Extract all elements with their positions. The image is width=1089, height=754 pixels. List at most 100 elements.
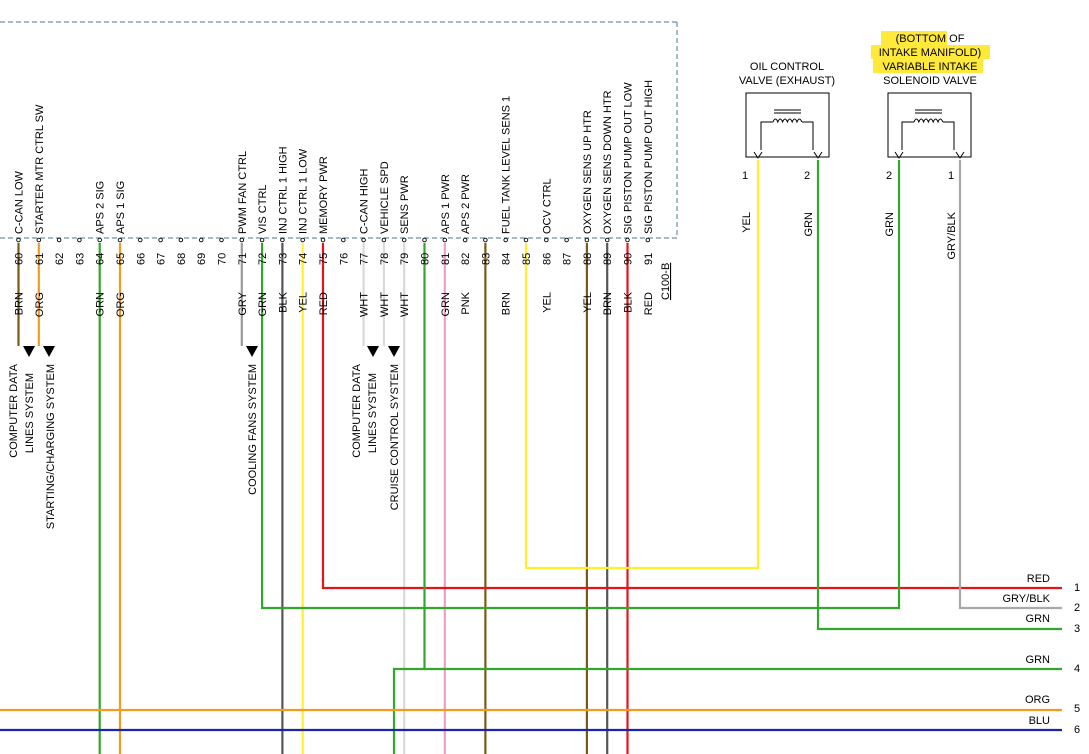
pin-terminal-icon: [259, 237, 265, 243]
note-highlight: [873, 59, 983, 73]
pin-wire-color: WHT: [399, 292, 411, 317]
pin-number: 63: [74, 253, 86, 265]
pin-function-label: VEHICLE SPD: [379, 161, 391, 234]
pin-number: 72: [257, 253, 269, 265]
pin-wire-color: GRY: [237, 291, 249, 315]
pin-function-label: C-CAN LOW: [14, 170, 26, 234]
pin-function-label: C-CAN HIGH: [359, 169, 371, 234]
pin-function-label: SIG PISTON PUMP OUT HIGH: [643, 80, 655, 234]
pin-terminal-icon: [280, 237, 285, 243]
pin-terminal-icon: [564, 237, 569, 243]
pin-number: 70: [217, 253, 229, 265]
pin-function-label: INJ CTRL 1 LOW: [298, 148, 310, 234]
vis-title-line1: (BOTTOM OF: [896, 33, 965, 45]
pin-terminal-icon: [523, 237, 529, 243]
ocv-pin-number: 1: [742, 170, 748, 182]
pin-wire-color: WHT: [359, 292, 371, 317]
wire-grn-exit-4: [423, 243, 1062, 671]
pin-wire-color: BRN: [14, 292, 26, 315]
ocv-pin-color: YEL: [741, 212, 753, 233]
wire-yel-ocv: [524, 160, 760, 570]
pin-function-label: SENS PWR: [399, 175, 411, 234]
terminal-icon: [813, 151, 823, 159]
pin-terminal-icon: [219, 237, 224, 243]
harness-exits: RED 1 GRY/BLK 2 GRN 3 GRN 4 ORG 5 BLU 6: [1003, 573, 1081, 736]
dest-computer-data-lines-2b: LINES SYSTEM: [367, 373, 379, 453]
pin-number: 69: [196, 253, 208, 265]
pin-terminal-icon: [239, 237, 245, 243]
pin-number: 61: [34, 253, 46, 265]
pin-number: 71: [237, 253, 249, 265]
pin-function-label: OCV CTRL: [541, 178, 553, 234]
terminal-icon: [894, 151, 904, 159]
dest-cruise-control: CRUISE CONTROL SYSTEM: [389, 364, 401, 510]
terminal-icon: [955, 151, 965, 159]
pin-number: 60: [14, 253, 26, 265]
pin-number: 81: [440, 253, 452, 265]
vis-pin-color: GRN: [884, 212, 896, 237]
ocv-pin-number: 2: [804, 170, 810, 182]
pin-terminal-icon: [320, 237, 326, 243]
exit-wire-color: GRN: [1026, 654, 1051, 666]
solenoid-coil-icon: [901, 109, 955, 150]
pin-number: 73: [277, 253, 289, 265]
pin-function-label: APS 1 SIG: [115, 181, 127, 234]
arrow-down-icon: [246, 346, 258, 357]
pin-wire-color: RED: [318, 292, 330, 315]
pin-number: 67: [156, 253, 168, 265]
wire-layer: [0, 160, 1062, 754]
pin-number: 79: [399, 253, 411, 265]
pin-wire-color: WHT: [379, 292, 391, 317]
pin-number: 77: [359, 253, 371, 265]
destination-arrows: [23, 346, 400, 357]
vis-pin-number: 2: [886, 170, 892, 182]
exit-number: 3: [1074, 623, 1080, 635]
pin-function-label: FUEL TANK LEVEL SENS 1: [501, 96, 513, 234]
pin-terminal-icon: [503, 237, 508, 243]
exit-wire-color: GRN: [1026, 613, 1051, 625]
pin-wire-color: PNK: [460, 291, 472, 314]
vis-title-line4: SOLENOID VALVE: [883, 75, 977, 87]
pin-terminal-icon: [604, 237, 610, 243]
exit-wire-color: GRY/BLK: [1003, 593, 1051, 605]
pin-terminal-icon: [36, 237, 42, 243]
pin-number: 90: [623, 253, 635, 265]
pin-wire-color: GRN: [95, 292, 107, 317]
pin-wire-color: RED: [643, 292, 655, 315]
pin-wire-color: BRN: [602, 292, 614, 315]
pin-terminal-icon: [442, 237, 448, 243]
ocv-title-line1: OIL CONTROL: [750, 61, 824, 73]
variable-intake-solenoid-valve: (BOTTOM OF INTAKE MANIFOLD) VARIABLE INT…: [871, 31, 990, 260]
connector-id-label: C100-B: [660, 263, 672, 300]
pin-terminal-icon: [178, 237, 184, 243]
pin-number: 88: [582, 253, 594, 265]
pin-number: 65: [115, 253, 127, 265]
oil-control-valve: OIL CONTROL VALVE (EXHAUST) 1 2 YEL GRN: [739, 61, 835, 236]
pin-terminal-icon: [361, 237, 366, 243]
pin-terminal-icon: [158, 237, 163, 243]
wire-gryblk-exit-2: [958, 160, 1062, 610]
vis-body: [887, 92, 972, 158]
exit-number: 6: [1074, 724, 1080, 736]
arrow-down-icon: [23, 346, 35, 357]
pin-terminal-icon: [462, 237, 468, 243]
pin-number: 82: [460, 253, 472, 265]
exit-number: 5: [1074, 703, 1080, 715]
pin-terminal-icon: [56, 237, 62, 243]
pin-wire-color: BLK: [623, 291, 635, 312]
wire-grn-exit-4: [392, 667, 425, 754]
pin-terminal-icon: [584, 237, 590, 243]
pin-terminal-icon: [97, 237, 102, 243]
exit-number: 2: [1074, 602, 1080, 614]
pin-wire-color: ORG: [115, 292, 127, 317]
wire-grn-vis: [261, 160, 901, 610]
pin-terminal-icon: [117, 237, 123, 243]
pin-wire-color: YEL: [298, 292, 310, 313]
exit-number: 4: [1074, 663, 1080, 675]
pin-function-label: SIG PISTON PUMP OUT LOW: [623, 82, 635, 234]
pin-wire-color: BLK: [277, 291, 289, 312]
note-highlight: [871, 45, 990, 59]
vis-pin-number: 1: [948, 170, 954, 182]
pin-terminal-icon: [77, 237, 82, 243]
pin-terminal-icon: [483, 237, 488, 243]
